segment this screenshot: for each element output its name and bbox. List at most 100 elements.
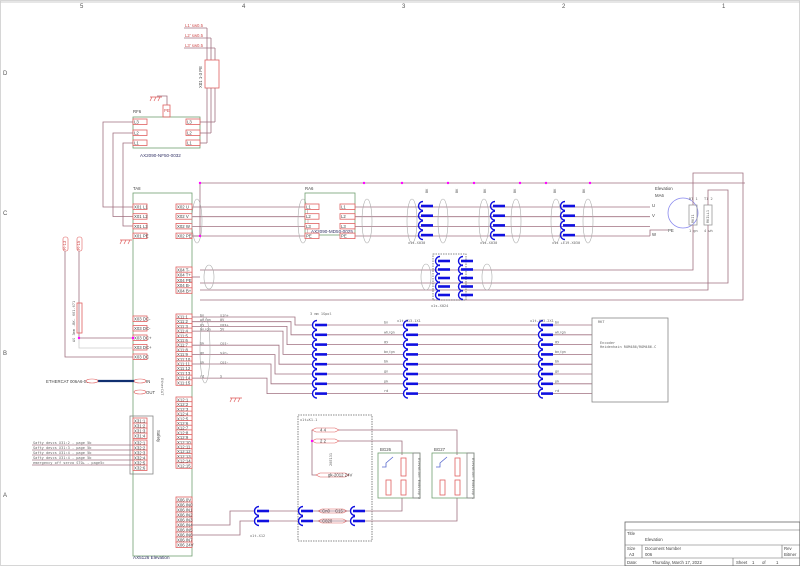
limit-switch-label: Elevation Endstop 2 [417,458,421,499]
ferrite-shield [437,198,449,244]
limit-switch-terminal [439,479,446,496]
drive-x12-terminal-label: X12:10 [177,440,191,445]
motor-ref: MA6 [655,193,664,198]
relay-box-label: x1t+K1.1 [300,418,317,422]
drive-x03-terminal-label: X03 DC+ [134,336,152,341]
drive-x06-terminal-label: X06 IN4 [177,523,193,528]
drive-x02-terminal-label: X02 PE [177,234,192,239]
title-block-title: Elevation [645,537,663,542]
encoder-wire-label: gn [555,370,559,374]
drive-x31-terminal-label: X31:4 [134,434,146,439]
wire-label: BK [455,188,459,193]
drive-x11-terminal-label: X11:8 [177,347,189,352]
x11-wire-color: gy [200,323,205,327]
connector-pin-icon [402,388,409,399]
ground-icon [119,239,123,245]
ferrite-shield [203,264,215,290]
x11-signal-name: S [220,375,222,379]
drive-x12-terminal-label: X12:13 [177,454,191,459]
drive-x01-terminal-label: X01 PE [134,234,149,239]
connector-pin-icon [402,368,409,380]
zone-row-label: D [3,71,8,77]
junction-dot [400,181,404,185]
sensor-connector[interactable] [76,236,83,252]
wire [200,172,744,301]
motor-pin-label: PE [668,228,674,233]
connector-pin-icon [417,220,424,231]
filter-terminal-label: L1 [187,141,192,146]
wire [192,363,312,385]
filter-model: AX2090-NF50-0032 [140,153,181,158]
wire [192,330,312,355]
resistor-ref: RKILL1 [706,210,710,223]
encoder-connector-label: x1t-X13-1X1 [397,319,421,323]
mains-filter-terminal [339,213,356,220]
connector-pin-icon [489,200,496,212]
drive-x32-terminal [132,464,148,471]
connector-pin-icon [311,339,318,350]
wire [102,121,133,208]
filter-terminal-label: L3 [187,120,192,125]
ethercat-out-port[interactable] [133,389,147,395]
drive-x11-terminal-label: X11:2 [177,319,189,324]
wire-label: BK [553,188,557,193]
drive-ref: TA8 [133,186,141,191]
connector-pin-icon [311,319,318,331]
limit-switch-terminal [385,479,392,496]
drive-x04-terminal-label: X04 B- [177,283,191,288]
filter-terminal-label: L2 [134,131,139,136]
connector-pin-icon [402,329,409,340]
wire-label: BK [513,188,517,193]
sensor-connector-label: R-13 [62,240,67,250]
drive-x02-terminal-label: X02 U [177,205,189,210]
drive-x11-terminal [175,379,193,386]
sensor-connector[interactable] [62,236,69,252]
x11-signal-name: sin- [220,351,229,355]
ferrite-shield [550,198,562,244]
connector-pin-icon [297,515,304,527]
ethercat-in-port[interactable] [133,378,147,384]
drive-x32-terminal-label: X32:5 [134,461,146,466]
mains-filter-model: AX2090-MD50-0025 [311,229,353,234]
drive-x06-terminal-label: X06 IN0 [177,503,193,508]
drive-x11-terminal-label: X11:1 [177,315,189,320]
ferrite-shield [420,263,432,291]
motor-title: Elevation [655,186,673,191]
connector-pin-icon [402,319,409,331]
ethercat-connector[interactable] [85,378,99,384]
connector-pin-icon [402,359,409,370]
ground-icon [157,96,161,102]
safety-line-label: Safty devcs X31:2 - page 5b [33,441,91,445]
wire [365,498,403,512]
drive-x04-terminal-label: X04 PE [177,278,192,283]
title-block [624,521,800,566]
junction-dot [198,234,202,238]
wire [192,510,254,526]
drive-x01-terminal [132,222,148,230]
ferrite-shield [406,198,418,244]
encoder-wire-label: gy [555,340,560,344]
drive-x04-terminal-label: X04 T+ [177,273,191,278]
drive-x03-terminal-label: X03 DC+ [134,345,152,350]
junction-dot [588,181,592,185]
junction-dot [518,181,522,185]
mains-filter-terminal [304,232,320,240]
ground-icon [233,397,237,403]
wire [192,520,254,536]
connector-pin-icon [311,329,318,340]
mains-filter-terminal-label: L2 [306,214,311,219]
limit-switch-terminal [454,479,461,496]
drive-x12-terminal-label: X12:5 [177,416,189,421]
motor-connector-label: x1s +E19-X030 [552,241,580,245]
drive-x06-terminal-label: X06 IN6 [177,533,193,538]
safety-line-label: Safty devcs X31:4 - page 5b [33,456,91,460]
drive-x12-terminal-label: X12:12 [177,449,191,454]
wire [200,189,729,284]
drive-x12-terminal-label: X12:15 [177,463,191,468]
encoder-wire-label: wh/gn [555,330,566,334]
junction-dot [310,439,314,443]
encoder-wire-label: bn/gn [555,350,566,354]
drive-x11-terminal-label: X11:12 [177,366,191,371]
connector-pin-icon [489,210,496,221]
drive-x31-terminal-label: X31:2 [134,424,146,429]
